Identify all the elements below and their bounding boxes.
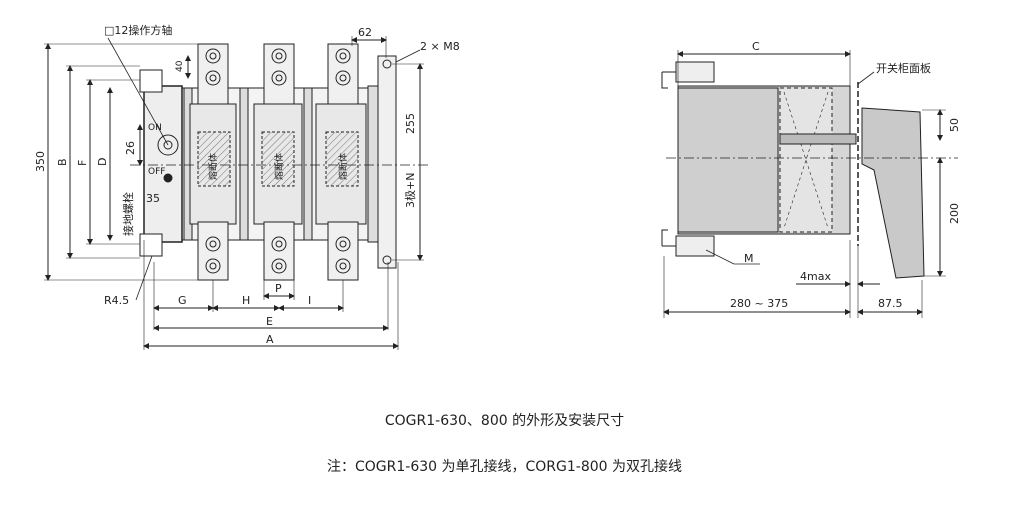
label-i: I <box>308 294 311 307</box>
shaft-disc <box>157 134 179 156</box>
neutral-pole <box>377 55 397 269</box>
label-r: R4.5 <box>104 294 129 307</box>
pole-1 <box>189 43 237 281</box>
label-a: A <box>266 333 274 346</box>
label-f: F <box>76 160 89 166</box>
dim-280-375: 280 ~ 375 <box>730 297 788 310</box>
dim-255: 255 <box>404 113 417 134</box>
label-off: OFF <box>148 167 165 177</box>
side-view <box>661 50 958 318</box>
operating-mechanism <box>143 85 183 243</box>
dim-200: 200 <box>948 203 961 224</box>
label-b: B <box>56 158 69 166</box>
pole-3 <box>315 43 367 281</box>
side-view-labels: C 开关柜面板 50 200 M 4max 280 ~ 375 87.5 <box>730 40 961 310</box>
screw-label: 2 × M8 <box>420 40 460 53</box>
label-p: P <box>275 282 282 295</box>
handle <box>861 107 925 279</box>
label-c: C <box>752 40 760 53</box>
dim-50: 50 <box>948 118 961 132</box>
dim-35: 35 <box>146 192 160 205</box>
fuse-body-label-2: 熔断体 <box>273 153 285 180</box>
dim-87-5: 87.5 <box>878 297 903 310</box>
poles-label: 3极+N <box>403 173 417 208</box>
label-h: H <box>242 294 250 307</box>
dim-62: 62 <box>358 26 372 39</box>
fuse-body-label-3: 熔断体 <box>337 153 349 180</box>
front-view-labels: □12操作方轴 2 × M8 62 40 26 35 255 350 3极+N … <box>34 23 460 346</box>
label-m: M <box>744 252 754 265</box>
figure-note: 注：COGR1-630 为单孔接线，CORG1-800 为双孔接线 <box>326 459 682 475</box>
label-g: G <box>178 294 187 307</box>
shaft-label: □12操作方轴 <box>104 23 172 37</box>
pole-2 <box>253 43 303 281</box>
dim-350: 350 <box>34 151 47 172</box>
label-on: ON <box>148 123 162 133</box>
technical-drawing: □12操作方轴 2 × M8 62 40 26 35 255 350 3极+N … <box>34 23 961 350</box>
dim-40: 40 <box>175 60 185 72</box>
dim-4max: 4max <box>800 270 831 283</box>
label-d: D <box>96 158 109 166</box>
fuse-body-label-1: 熔断体 <box>207 153 219 180</box>
panel-label: 开关柜面板 <box>876 61 931 75</box>
dim-26: 26 <box>124 141 137 155</box>
label-e: E <box>266 315 273 328</box>
front-view <box>44 36 430 350</box>
ground-bolt-label: 接地螺栓 <box>121 192 135 236</box>
figure-caption: COGR1-630、800 的外形及安装尺寸 <box>384 413 625 429</box>
